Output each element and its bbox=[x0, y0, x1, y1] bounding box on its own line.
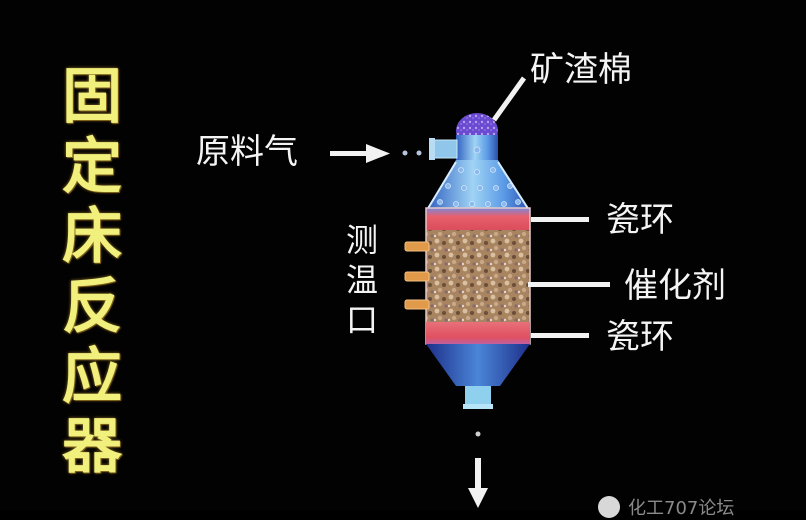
label-feed-gas: 原料气 bbox=[196, 132, 298, 172]
title-char: 反 bbox=[62, 272, 122, 342]
diagram-title: 固 定 床 反 应 器 bbox=[52, 62, 132, 482]
ceramic-ring-bottom-band bbox=[426, 322, 530, 344]
label-ceramic-ring-bottom: 瓷环 bbox=[606, 317, 674, 357]
label-slag-wool: 矿渣棉 bbox=[530, 50, 632, 90]
pointer-catalyst bbox=[528, 282, 610, 287]
catalyst-bed bbox=[426, 230, 530, 324]
title-char: 应 bbox=[62, 342, 122, 412]
thermo-port-char: 测 bbox=[346, 221, 379, 259]
title-char: 定 bbox=[62, 132, 122, 202]
label-ceramic-ring-top: 瓷环 bbox=[606, 200, 674, 240]
title-char: 器 bbox=[62, 412, 122, 482]
watermark: 化工707论坛 bbox=[598, 494, 734, 520]
thermo-port-char: 口 bbox=[346, 301, 379, 339]
watermark-text: 化工707论坛 bbox=[628, 498, 735, 519]
pointer-ceramic-ring-top bbox=[531, 217, 589, 222]
wechat-icon bbox=[598, 496, 620, 518]
pointer-ceramic-ring-bottom bbox=[531, 333, 589, 338]
ceramic-ring-top-band bbox=[426, 208, 530, 232]
title-char: 固 bbox=[62, 62, 122, 132]
label-thermo-port: 测 温 口 bbox=[346, 220, 378, 340]
thermo-port-char: 温 bbox=[346, 261, 379, 299]
label-catalyst: 催化剂 bbox=[624, 266, 726, 306]
title-char: 床 bbox=[62, 202, 122, 272]
